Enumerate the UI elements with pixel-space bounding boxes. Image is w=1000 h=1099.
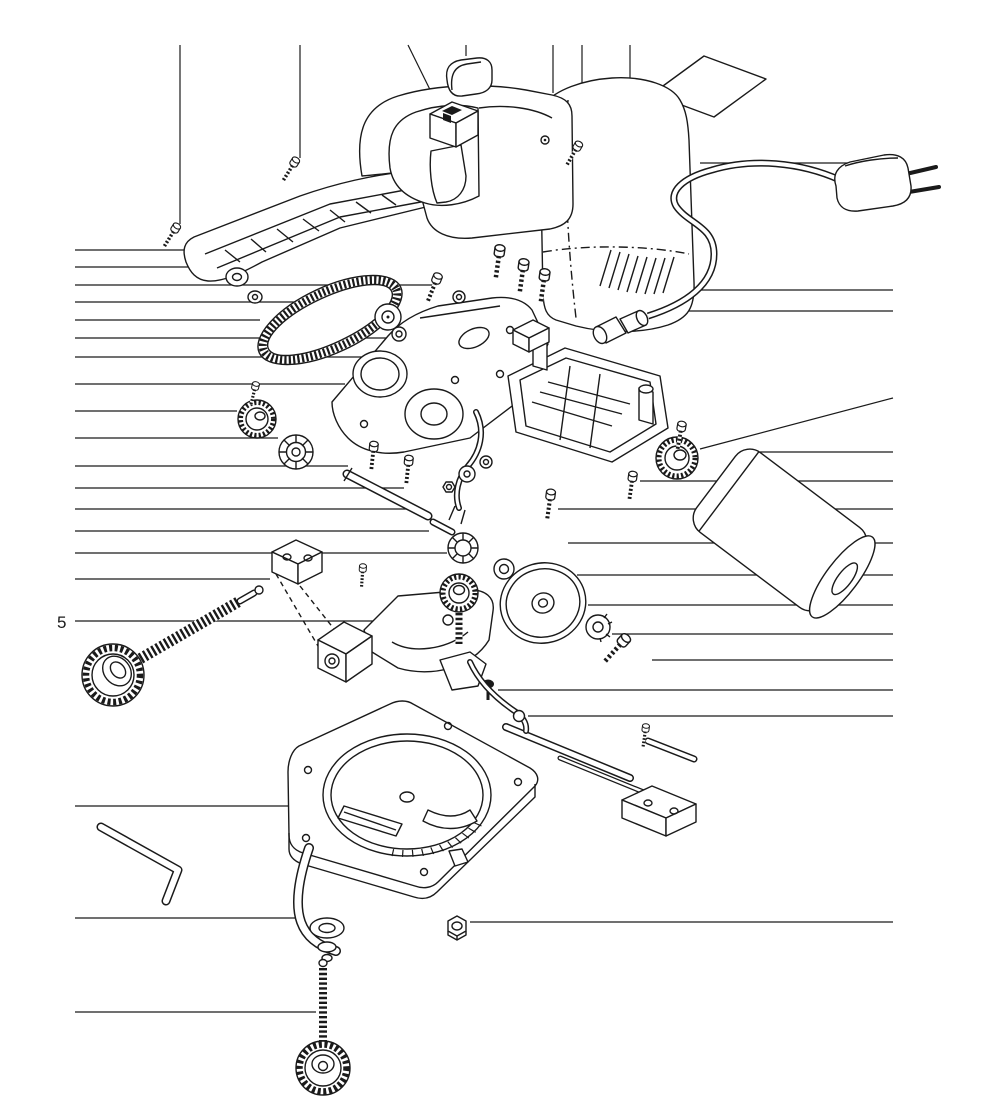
chassis-plate <box>331 296 549 454</box>
flange-gear <box>439 573 479 644</box>
hex-nut <box>447 915 467 941</box>
bearing <box>278 434 314 470</box>
motor <box>692 448 876 619</box>
leader-line <box>421 848 424 857</box>
feed-screw <box>81 585 264 707</box>
pivot-lug <box>439 651 487 691</box>
screw <box>400 452 416 486</box>
leader-line <box>447 841 454 848</box>
adjust-knob <box>655 436 699 480</box>
power-cord <box>592 153 941 345</box>
screw <box>424 272 444 303</box>
switch-assembly <box>429 101 479 148</box>
clamp-screw <box>295 958 351 1096</box>
arbor-bearing <box>447 532 479 564</box>
screw <box>278 153 303 185</box>
plug-prong <box>907 185 941 194</box>
plug-prong <box>904 165 938 176</box>
hex-key <box>96 822 183 906</box>
scale-pointer <box>448 848 469 867</box>
fastener-screws <box>159 137 689 665</box>
leader-line <box>391 849 395 857</box>
screw <box>515 258 530 292</box>
screw <box>623 468 640 502</box>
leader-line <box>455 837 462 844</box>
leader-line <box>462 832 470 839</box>
base-plate <box>287 700 539 900</box>
part-number-label: 5 <box>57 613 66 632</box>
clamp-bracket <box>271 539 339 647</box>
leader-line <box>439 844 444 852</box>
gear-tray <box>507 319 669 463</box>
blade-washer <box>585 613 613 643</box>
leader-line <box>473 821 482 827</box>
pinion-gear <box>237 399 277 439</box>
handle-arm <box>183 166 451 304</box>
drive-belt <box>257 274 407 366</box>
screw <box>356 561 369 589</box>
screw <box>491 244 506 278</box>
shaft-pin <box>342 467 456 536</box>
switch-button <box>442 106 462 115</box>
screw <box>159 219 184 251</box>
small-nut <box>442 481 456 493</box>
trigger <box>429 144 467 204</box>
saw-blade <box>499 562 587 644</box>
insert-plate <box>422 809 478 830</box>
end-bracket <box>621 785 697 837</box>
tension-lever <box>442 409 493 525</box>
foot-pad <box>309 917 345 963</box>
power-plug <box>834 153 912 212</box>
arbor-washer <box>493 558 515 580</box>
leader-line <box>468 827 476 833</box>
leader-line <box>411 849 414 857</box>
angle-scale <box>391 821 482 857</box>
leader-line <box>430 847 435 855</box>
handle-grip <box>358 85 574 239</box>
switch-cap <box>445 57 493 97</box>
leader-line <box>699 397 894 450</box>
link-lever <box>467 659 530 734</box>
screw <box>543 489 556 520</box>
